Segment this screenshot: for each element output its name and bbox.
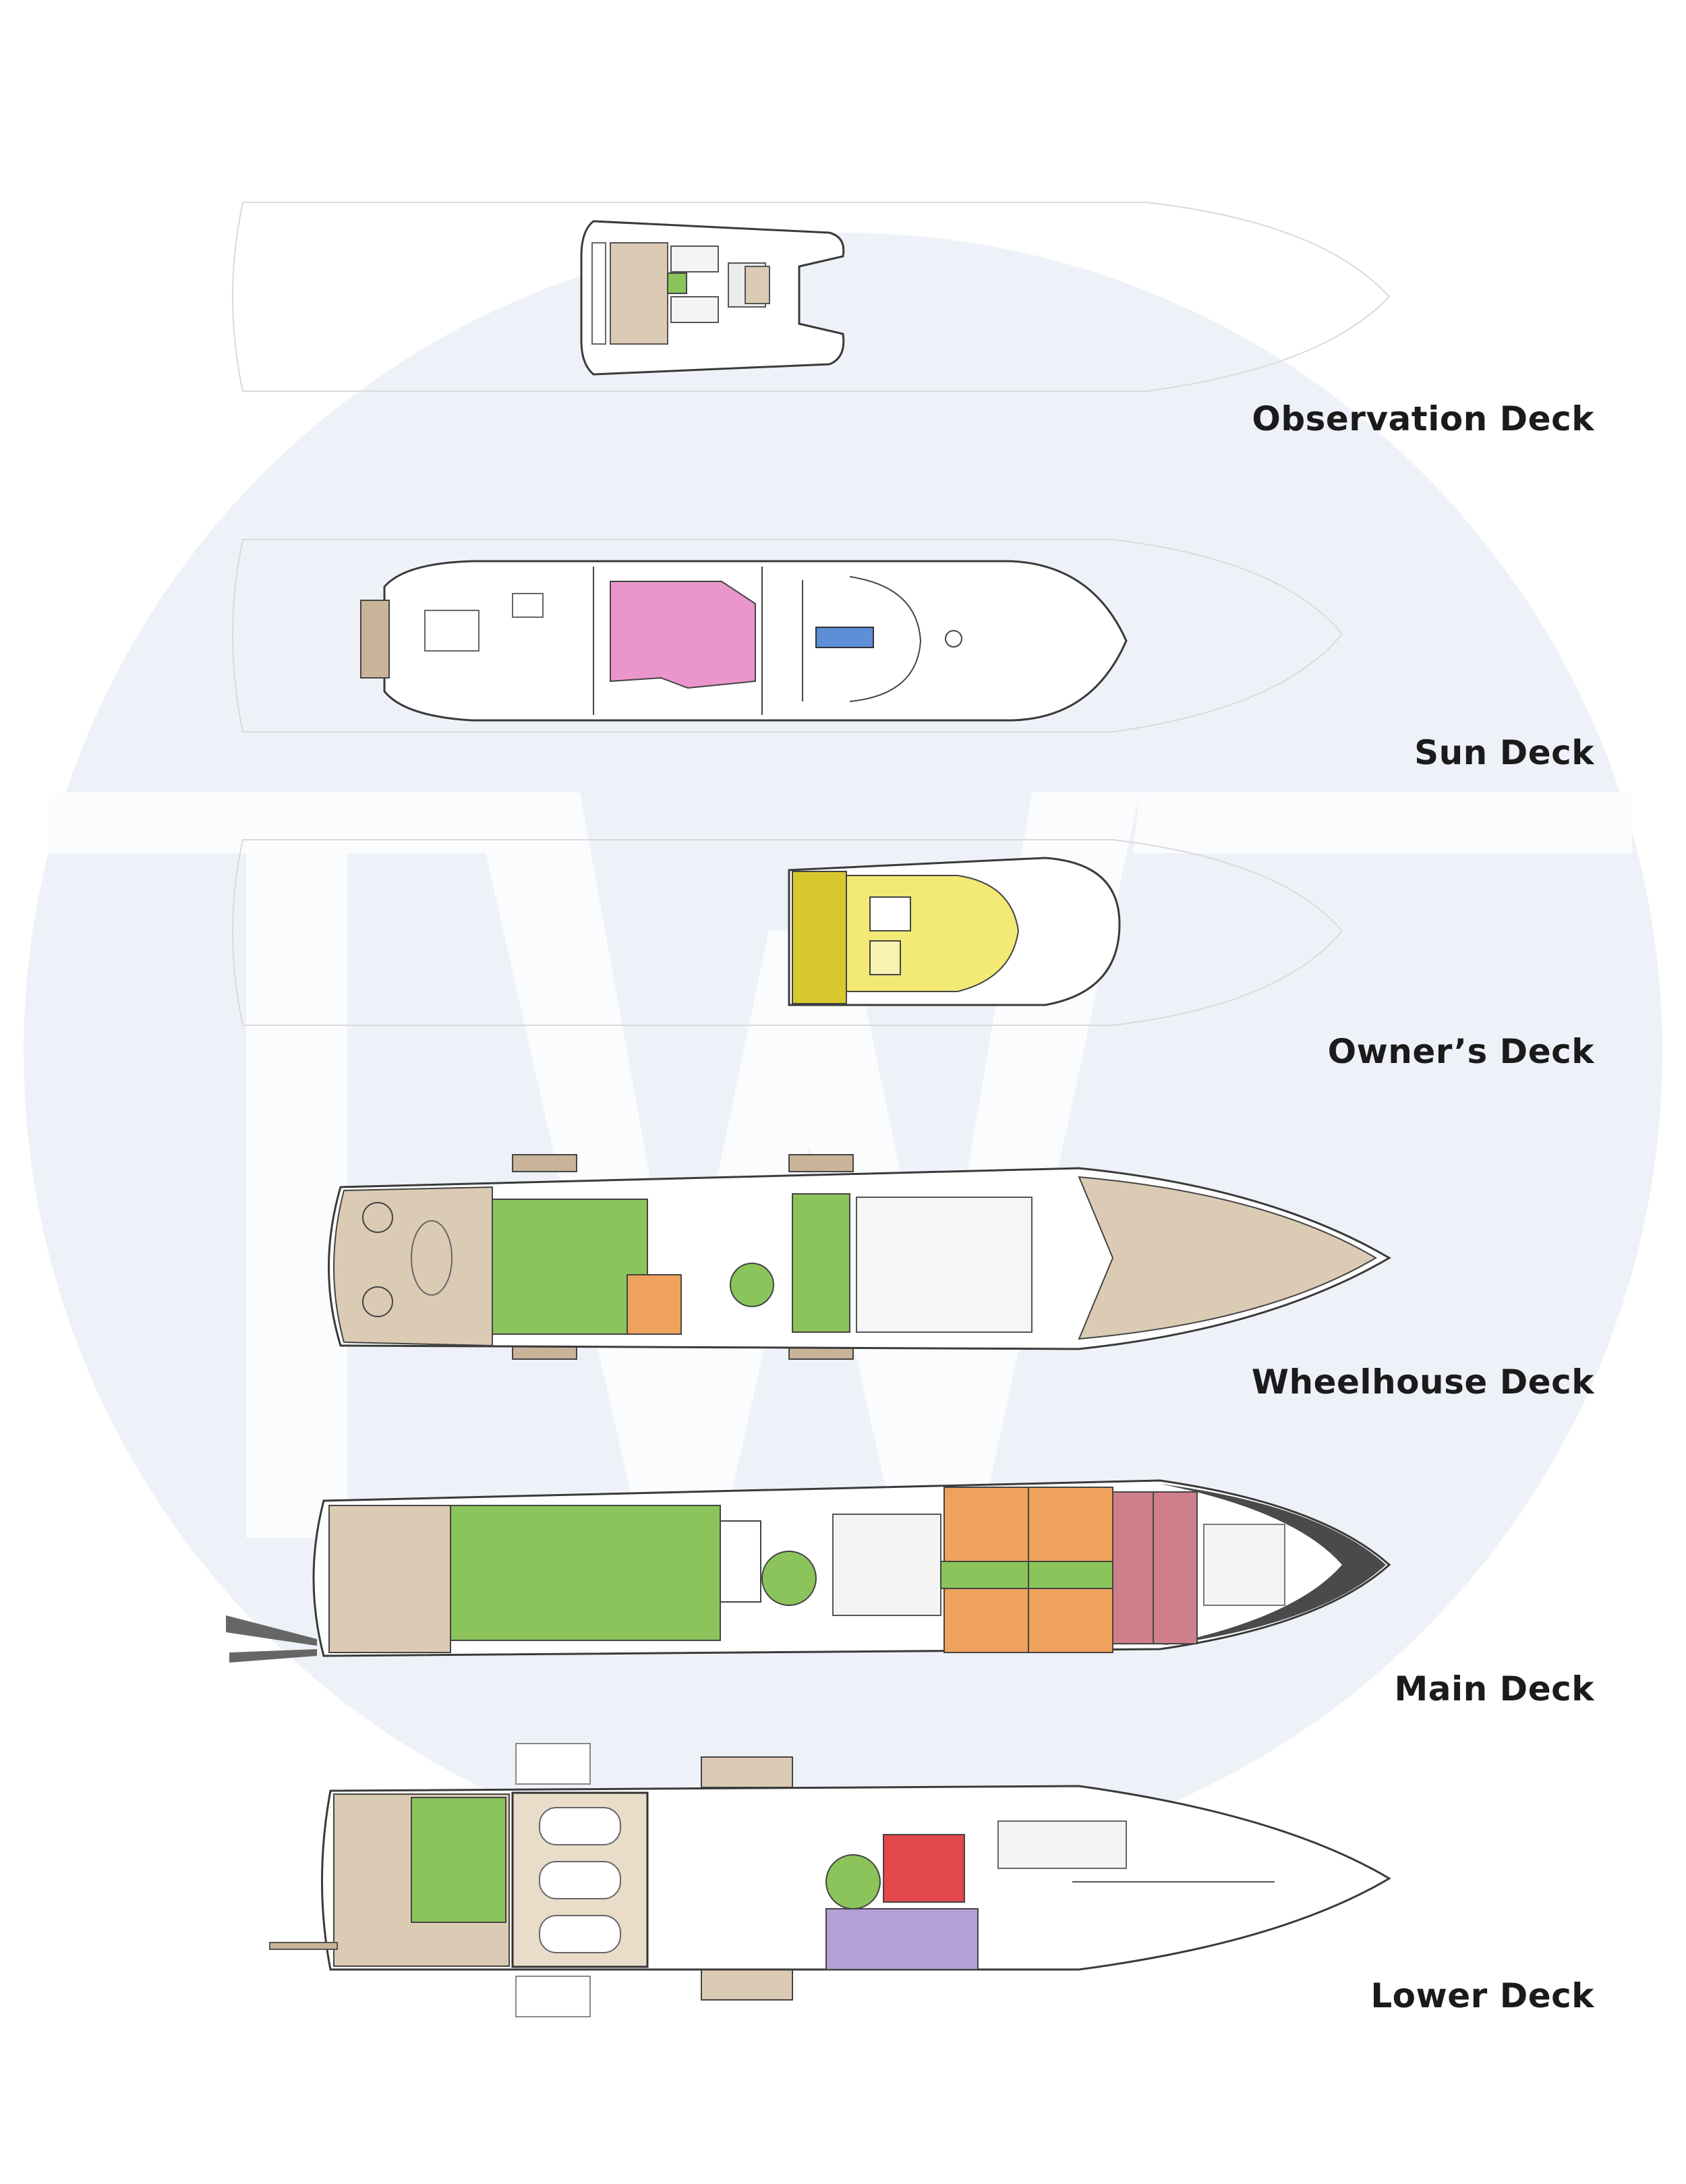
sun-deck-aft-platform <box>360 600 390 679</box>
lower-deck-purple-cabins <box>825 1908 979 1970</box>
wheelhouse-deck-plan <box>328 1154 1391 1360</box>
owners-deck-plan <box>788 857 1121 1006</box>
main-deck-plan <box>226 1479 1391 1663</box>
wheelhouse-aft-teak <box>333 1186 493 1347</box>
observation-deck-plan <box>580 220 845 376</box>
lower-deck-red-room <box>883 1834 965 1903</box>
main-deck-green-salon <box>450 1505 721 1641</box>
sun-deck-pool <box>815 627 874 648</box>
owners-deck-dark-yellow-suite <box>792 871 847 1004</box>
ghost-hull-outlines <box>232 202 1391 1026</box>
wheelhouse-orange-room <box>627 1274 682 1335</box>
watermark-letters <box>49 793 1632 1538</box>
main-deck-rose-cabins <box>1112 1491 1198 1644</box>
sun-deck-plan <box>360 560 1128 722</box>
lower-deck-label: Lower Deck <box>1370 1976 1594 2015</box>
main-deck-label: Main Deck <box>1394 1669 1594 1708</box>
main-deck-bow-dark <box>1160 1484 1386 1646</box>
wheelhouse-green-salon <box>492 1199 648 1335</box>
lower-deck-green-room <box>411 1797 506 1923</box>
lower-deck-plan <box>269 1743 1391 2017</box>
main-deck-aft-teak <box>328 1505 451 1653</box>
wheelhouse-forward-teak <box>1078 1176 1377 1340</box>
observation-deck-label: Observation Deck <box>1252 399 1594 438</box>
sun-deck-label: Sun Deck <box>1414 733 1594 772</box>
observation-teak-area <box>610 242 668 345</box>
sun-deck-pink-lounge <box>610 581 756 689</box>
owners-deck-label: Owner’s Deck <box>1327 1032 1594 1071</box>
wheelhouse-deck-label: Wheelhouse Deck <box>1251 1362 1594 1402</box>
wheelhouse-green-room-2 <box>792 1193 850 1333</box>
observation-green-room <box>667 272 687 294</box>
